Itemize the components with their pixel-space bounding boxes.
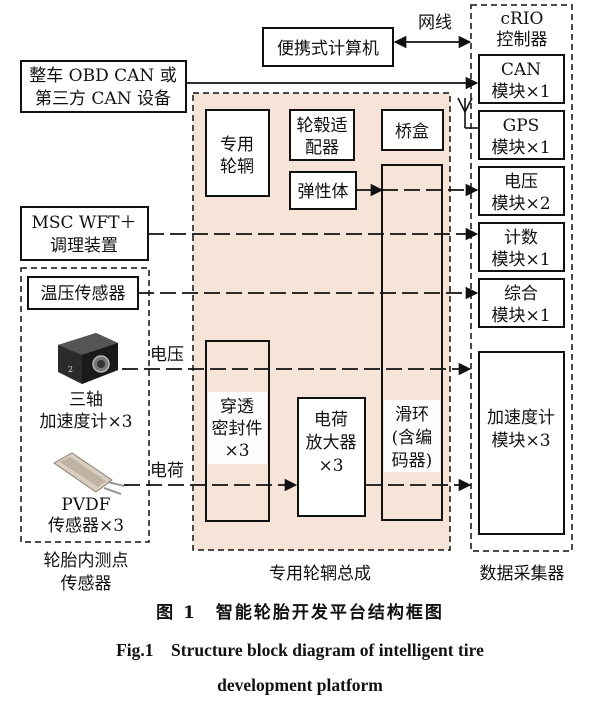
- accel-module-box: [478, 351, 565, 535]
- inner-sensors-line2: 传感器: [61, 574, 112, 594]
- rim-box: [205, 109, 270, 197]
- crio-title: cRIO: [501, 9, 544, 29]
- daq-region: [470, 4, 573, 552]
- inner-sensors-line1: 轮胎内测点: [44, 551, 129, 571]
- voltage-module-line1: 电压: [504, 172, 538, 192]
- gps-module-line2: 模块×1: [491, 138, 550, 158]
- counter-module-line1: 计数: [504, 228, 538, 248]
- rim-assembly-label: 专用轮辋总成: [269, 564, 371, 584]
- voltage-label: 电压: [150, 345, 184, 365]
- daq-label: 数据采集器: [480, 564, 565, 584]
- feedthrough-box: [205, 340, 270, 522]
- rim-line1: 专用: [220, 135, 254, 155]
- accel-module-line1: 加速度计: [487, 408, 555, 428]
- msc-line2: 调理装置: [50, 236, 118, 256]
- feedthrough-line2: 密封件: [212, 419, 263, 439]
- laptop-label: 便携式计算机: [277, 39, 379, 59]
- msc-line1: MSC WFT＋: [31, 213, 136, 233]
- slip-ring-box: [381, 164, 443, 521]
- msc-box: [20, 206, 149, 261]
- slip-ring-line1: 滑环: [395, 405, 429, 425]
- slip-ring-line3: 码器): [392, 451, 433, 471]
- pvdf-line1: PVDF: [61, 495, 110, 515]
- laptop-box: [262, 27, 394, 67]
- charge-amp-box: [297, 397, 366, 517]
- counter-module-line2: 模块×1: [491, 250, 550, 270]
- can-module-line2: 模块×1: [491, 82, 550, 102]
- obd-line1: 整车 OBD CAN 或: [29, 66, 176, 86]
- can-module-box: [478, 54, 565, 104]
- combo-module-box: [478, 278, 565, 328]
- feedthrough-line3: ×3: [224, 441, 249, 461]
- accel-line1: 三轴: [69, 390, 103, 410]
- voltage-module-line2: 模块×2: [491, 194, 550, 214]
- accelerometer-image: 2: [58, 333, 118, 384]
- caption-en-line2: development platform: [217, 675, 383, 695]
- network-label: 网线: [418, 13, 452, 33]
- pvdf-sensor-image: [53, 452, 125, 495]
- caption-cn: 图 1 智能轮胎开发平台结构框图: [156, 602, 444, 623]
- crio-subtitle: 控制器: [497, 30, 548, 50]
- bridge-box: [381, 109, 444, 151]
- charge-amp-line2: 放大器: [306, 433, 357, 453]
- counter-module-box: [478, 222, 565, 272]
- rim-line2: 轮辋: [220, 157, 254, 177]
- feedthrough-line1: 穿透: [220, 397, 254, 417]
- obd-line2: 第三方 CAN 设备: [35, 89, 171, 109]
- charge-label: 电荷: [150, 461, 184, 481]
- charge-amp-line3: ×3: [318, 456, 343, 476]
- inner-sensors-region: [20, 267, 150, 543]
- obd-box: [20, 60, 187, 113]
- hub-adapter-line2: 配器: [305, 138, 339, 158]
- combo-module-line2: 模块×1: [491, 306, 550, 326]
- antenna-icon: [457, 97, 478, 129]
- can-module-line1: CAN: [501, 60, 541, 80]
- bridge-box-label: 桥盒: [395, 122, 429, 142]
- charge-amp-line1: 电荷: [314, 410, 348, 430]
- svg-text:2: 2: [68, 365, 73, 374]
- combo-module-line1: 综合: [504, 284, 538, 304]
- slip-ring-line2: (含编: [392, 428, 433, 448]
- caption-en-line1: Fig.1 Structure block diagram of intelli…: [116, 640, 484, 660]
- hub-adapter-box: [289, 109, 355, 161]
- accel-line2: 加速度计×3: [39, 412, 132, 432]
- gps-module-box: [478, 110, 565, 160]
- elastic-body-box: [289, 171, 357, 210]
- pvdf-line2: 传感器×3: [48, 516, 124, 536]
- gps-module-line1: GPS: [503, 116, 540, 136]
- elastic-body-label: 弹性体: [298, 182, 349, 202]
- temp-pressure-box: [27, 276, 139, 310]
- temp-pressure-label: 温压传感器: [41, 284, 126, 304]
- hub-adapter-line1: 轮毂适: [297, 116, 348, 136]
- voltage-module-box: [478, 166, 565, 216]
- accel-module-line2: 模块×3: [491, 431, 550, 451]
